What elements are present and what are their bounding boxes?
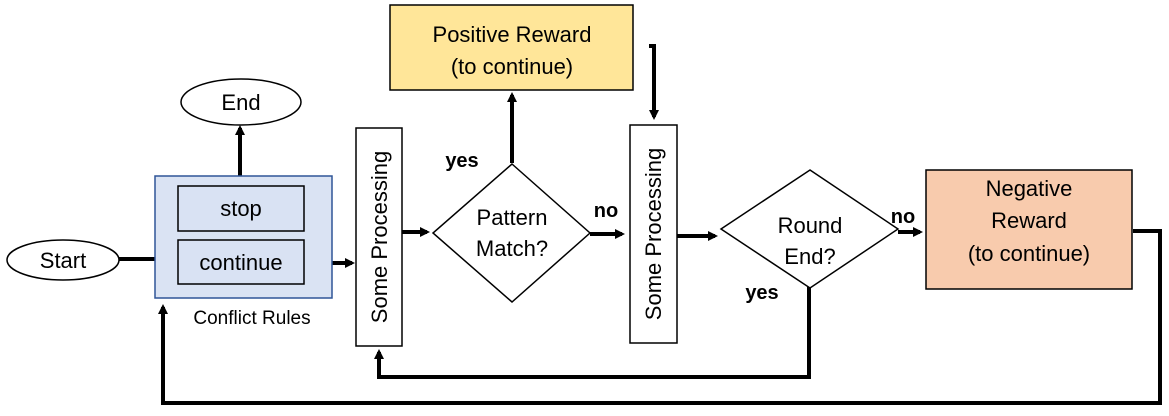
- end-label: End: [221, 90, 260, 115]
- round-end-diamond: [719, 169, 900, 289]
- edge-negative-to-conflict-rules: [158, 229, 1162, 405]
- conflict-rules-group: stop continue Conflict Rules: [154, 175, 333, 329]
- start-label: Start: [40, 248, 86, 273]
- negative-reward-label-line-1: Negative: [986, 176, 1073, 201]
- pattern-match-no-label: no: [594, 200, 618, 222]
- negative-reward-box: [925, 169, 1133, 290]
- rule-continue-box: [177, 239, 305, 285]
- pattern-match-diamond: [431, 163, 592, 303]
- node-pattern-match[interactable]: Pattern Match?: [431, 163, 592, 303]
- round-end-yes-label: yes: [745, 282, 778, 304]
- edge-positive-to-processing-2: [649, 44, 659, 120]
- rule-stop-box: [177, 185, 305, 232]
- round-end-label-line-2: End?: [784, 244, 835, 269]
- positive-reward-label-line-1: Positive Reward: [433, 22, 592, 47]
- rule-continue-label: continue: [199, 250, 282, 275]
- negative-reward-label-line-3: (to continue): [968, 241, 1090, 266]
- pattern-match-yes-label: yes: [445, 150, 478, 172]
- round-end-no-label: no: [891, 206, 915, 228]
- negative-reward-label-line-2: Reward: [991, 208, 1067, 233]
- node-end[interactable]: End: [180, 78, 302, 126]
- conflict-rules-caption: Conflict Rules: [193, 308, 310, 329]
- positive-reward-box: [389, 4, 634, 91]
- processing-1-box: [355, 127, 403, 347]
- connectors: [118, 44, 1162, 405]
- rule-stop[interactable]: stop: [177, 185, 305, 232]
- start-terminal-shape: [6, 239, 120, 281]
- node-positive-reward[interactable]: Positive Reward (to continue): [389, 4, 634, 91]
- node-processing-2[interactable]: Some Processing: [629, 124, 678, 344]
- node-processing-1[interactable]: Some Processing: [355, 127, 403, 347]
- processing-2-label: Some Processing: [641, 148, 666, 320]
- processing-1-label: Some Processing: [367, 151, 392, 323]
- rule-stop-label: stop: [220, 196, 262, 221]
- rule-continue[interactable]: continue: [177, 239, 305, 285]
- node-start[interactable]: Start: [6, 239, 120, 281]
- node-round-end[interactable]: Round End?: [719, 169, 900, 289]
- processing-2-box: [629, 124, 678, 344]
- pattern-match-label-line-2: Match?: [476, 236, 548, 261]
- positive-reward-label-line-2: (to continue): [451, 54, 573, 79]
- end-terminal-shape: [180, 78, 302, 126]
- edge-round-end-yes-to-processing-1: [374, 286, 811, 379]
- round-end-label-line-1: Round: [778, 213, 843, 238]
- node-negative-reward[interactable]: Negative Reward (to continue): [925, 169, 1133, 290]
- pattern-match-label-line-1: Pattern: [477, 205, 548, 230]
